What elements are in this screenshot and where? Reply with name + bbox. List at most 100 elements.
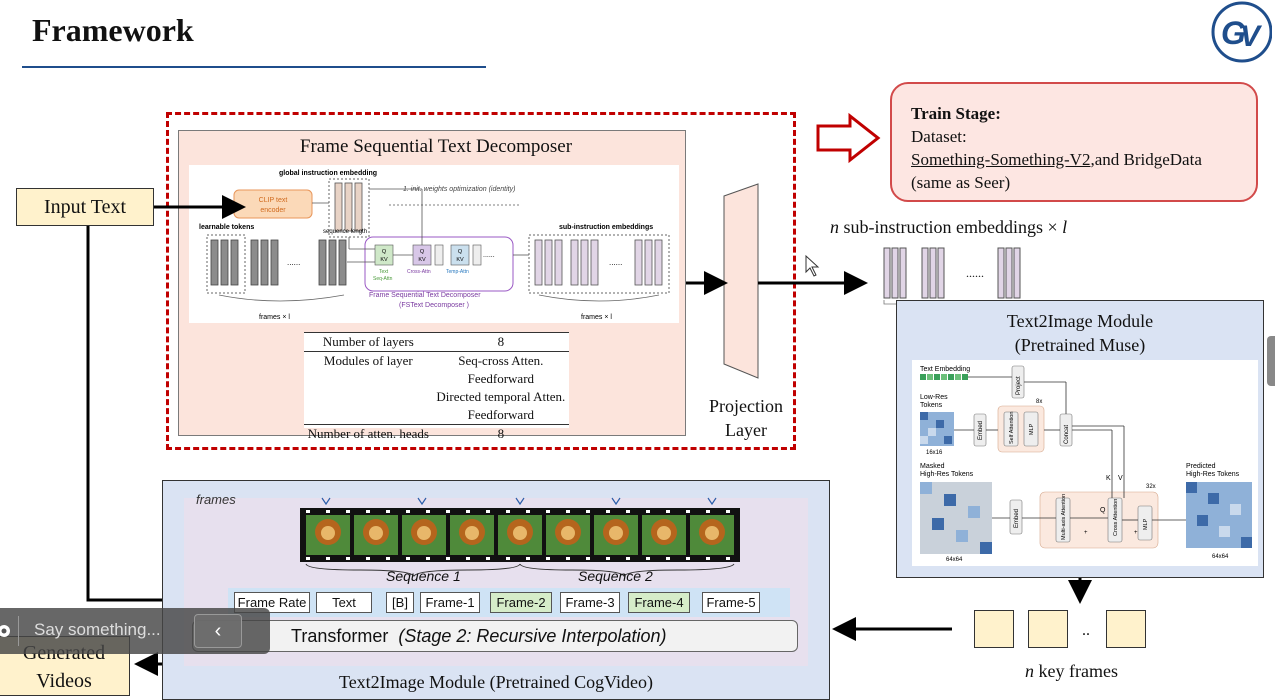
svg-text:Predicted: Predicted [1186, 463, 1216, 470]
train-stage-heading: Train Stage: [911, 104, 1001, 123]
chat-bubble-icon[interactable] [0, 622, 14, 640]
svg-text:V: V [1118, 475, 1123, 482]
svg-text:Temp-Attn: Temp-Attn [446, 269, 469, 275]
svg-text:8x: 8x [1036, 399, 1042, 405]
sequence-2-label: Sequence 2 [578, 568, 653, 584]
title-underline [22, 66, 486, 68]
sequence-1-label: Sequence 1 [386, 568, 461, 584]
svg-text:Project: Project [1016, 376, 1022, 395]
low-res-grid [920, 412, 954, 446]
svg-text:encoder: encoder [260, 207, 286, 214]
projection-layer-label: Projection Layer [709, 396, 783, 440]
svg-text:Self Attention: Self Attention [1009, 412, 1015, 444]
svg-text:+: + [1084, 530, 1088, 536]
sub-instruction-label: n sub-instruction embeddings × l [830, 217, 1068, 237]
token-frame-1: Frame-1 [420, 592, 480, 613]
sub-instruction-ellipsis: ...... [966, 266, 984, 280]
frames-partial-label: frames [196, 492, 236, 507]
key-frames-ellipsis: .. [1082, 622, 1090, 639]
masked-high-res-grid [920, 482, 992, 554]
token-frame-5: Frame-5 [702, 592, 760, 613]
svg-text:64x64: 64x64 [1212, 554, 1229, 560]
input-text-box: Input Text [16, 188, 154, 226]
key-frame-box [974, 610, 1014, 648]
sub-instruction-token-bars [883, 247, 1021, 299]
svg-text:High-Res Tokens: High-Res Tokens [1186, 471, 1240, 478]
key-frames-label: n key frames [1025, 661, 1118, 681]
token-frame-4: Frame-4 [628, 592, 690, 613]
token-text: Text [316, 592, 372, 613]
svg-text:MLP: MLP [1143, 518, 1149, 530]
svg-text:KV: KV [418, 257, 426, 263]
lion-frame-thumbnails [306, 515, 734, 555]
gv-logo-icon: G V [1211, 1, 1272, 63]
decomposer-figure: global instruction embedding 1. init. we… [189, 165, 679, 323]
svg-text:+: + [1134, 530, 1138, 536]
slide-title: Framework [32, 12, 194, 48]
svg-text:Embed: Embed [1014, 509, 1020, 528]
token-boundary: [B] [386, 592, 414, 613]
sequence-braces [305, 497, 735, 577]
film-strip [300, 508, 740, 562]
svg-text:32x: 32x [1146, 484, 1156, 490]
tokens-ellipsis: ...... [287, 258, 300, 267]
svg-text:Concat: Concat [1064, 425, 1070, 444]
hollow-right-arrow-icon [816, 112, 881, 164]
svg-text:Q: Q [382, 249, 387, 255]
muse-module-title: Text2Image Module (Pretrained Muse) [1006, 311, 1154, 355]
sequence-length-label: sequence length [323, 229, 367, 235]
svg-text:Low-Res: Low-Res [920, 394, 948, 401]
svg-text:V: V [1240, 20, 1263, 53]
learnable-tokens-label: learnable tokens [199, 224, 254, 231]
svg-text:Embed: Embed [978, 421, 984, 440]
global-embedding-label: global instruction embedding [279, 170, 377, 177]
train-stage-callout: Train Stage: Dataset: Something-Somethin… [890, 82, 1258, 202]
token-frame-2: Frame-2 [490, 592, 552, 613]
transformer-bar: Transformer(Stage 2: Recursive Interpola… [192, 620, 798, 652]
spec-value: Feedforward [467, 407, 535, 422]
decomposer-caption-2: (FSText Decomposer ) [399, 302, 469, 309]
svg-text:High-Res Tokens: High-Res Tokens [920, 471, 974, 478]
svg-text:Q: Q [420, 249, 425, 255]
spec-value: 8 [432, 332, 569, 352]
svg-text:CLIP text: CLIP text [259, 197, 288, 204]
svg-text:G: G [1221, 15, 1246, 51]
chat-input[interactable]: Say something... [34, 620, 161, 639]
spec-value: Directed temporal Atten. [436, 389, 566, 404]
svg-text:Cross-Attn: Cross-Attn [407, 269, 431, 275]
cursor-icon [805, 254, 820, 277]
svg-text:64x64: 64x64 [946, 557, 963, 563]
svg-text:Q: Q [1100, 507, 1106, 514]
svg-text:Masked: Masked [920, 463, 945, 470]
svg-text:Text Embedding: Text Embedding [920, 366, 970, 373]
svg-text:Q: Q [458, 249, 463, 255]
decomposer-dashed-region [166, 112, 796, 450]
spec-key: Number of layers [304, 332, 433, 352]
muse-architecture-figure: Text Embedding Project Low-Res Tokens 16… [912, 360, 1258, 566]
token-frame-3: Frame-3 [560, 592, 620, 613]
frames-l-left: frames × l [259, 314, 290, 321]
svg-text:......: ...... [483, 252, 495, 259]
svg-text:Multi-axis Attention: Multi-axis Attention [1061, 494, 1067, 540]
cogvideo-module-title: Text2Image Module (Pretrained CogVideo) [338, 672, 654, 692]
svg-text:MLP: MLP [1029, 423, 1035, 435]
dataset-name: Something-Something-V2 [911, 150, 1091, 169]
spec-key: Modules of layer [304, 351, 433, 370]
token-frame-rate: Frame Rate [234, 592, 310, 613]
init-note: 1. init. weights optimization (identity) [403, 186, 515, 193]
svg-text:Tokens: Tokens [920, 402, 943, 409]
chevron-left-icon[interactable]: ‹ [194, 614, 242, 648]
spec-value: Seq-cross Atten. [432, 351, 569, 370]
frames-l-right: frames × l [581, 314, 612, 321]
sub-instruction-embeddings-label: sub-instruction embeddings [559, 224, 653, 231]
spec-key: Number of atten. heads [304, 424, 433, 443]
chat-divider [18, 616, 19, 646]
svg-text:KV: KV [380, 257, 388, 263]
predicted-high-res-grid [1186, 482, 1252, 548]
scroll-handle[interactable] [1267, 336, 1275, 386]
spec-value: 8 [432, 424, 569, 443]
projection-layer-shape [723, 183, 759, 379]
svg-text:Text: Text [379, 269, 389, 275]
decomposer-title: Frame Sequential Text Decomposer [299, 136, 573, 157]
